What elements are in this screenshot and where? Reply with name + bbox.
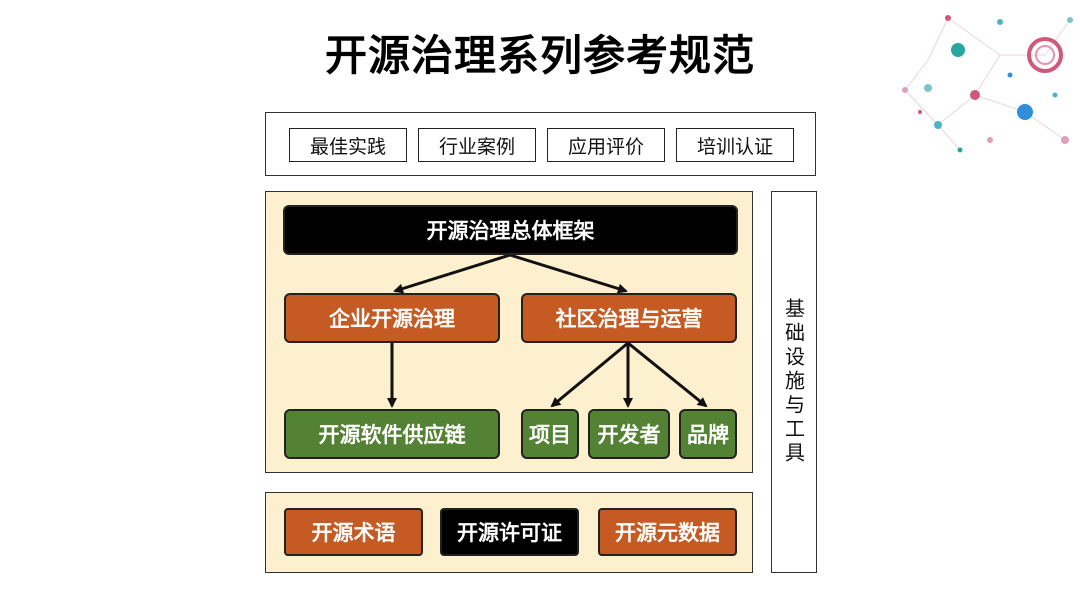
chip-best-practice: 最佳实践 <box>289 128 407 162</box>
node-metadata: 开源元数据 <box>598 508 737 556</box>
node-enterprise-governance: 企业开源治理 <box>284 293 500 343</box>
arrow-root-to-enterprise <box>393 253 511 294</box>
chip-application-evaluation: 应用评价 <box>547 128 665 162</box>
node-community-governance: 社区治理与运营 <box>521 293 737 343</box>
arrow-root-to-community <box>509 253 628 294</box>
node-terminology: 开源术语 <box>284 508 423 556</box>
chip-training-certification: 培训认证 <box>676 128 794 162</box>
node-developer: 开发者 <box>588 409 670 459</box>
chip-industry-cases: 行业案例 <box>418 128 536 162</box>
node-supply-chain: 开源软件供应链 <box>284 409 500 459</box>
node-license: 开源许可证 <box>440 508 579 556</box>
sidebar-label: 基础设施与工具 <box>781 298 806 466</box>
page-title: 开源治理系列参考规范 <box>324 31 755 80</box>
arrow-community-to-brand <box>627 341 708 408</box>
infrastructure-sidebar: 基础设施与工具 <box>771 191 817 573</box>
node-governance-framework: 开源治理总体框架 <box>283 205 738 255</box>
arrow-community-to-project <box>550 341 629 408</box>
node-project: 项目 <box>521 409 579 459</box>
node-brand: 品牌 <box>679 409 737 459</box>
